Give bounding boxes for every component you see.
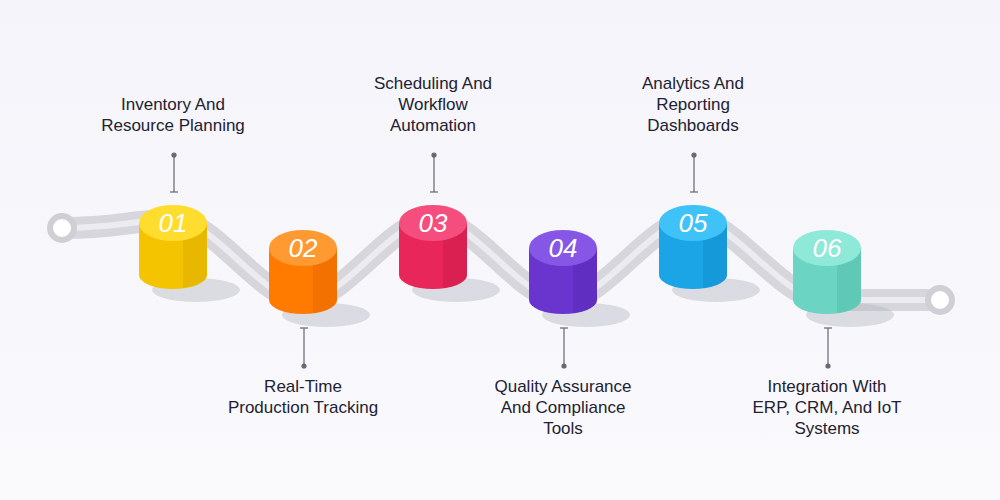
step-cylinder: 02Real-Time Production Tracking xyxy=(269,228,337,316)
step-cylinder: 06Integration With ERP, CRM, And IoT Sys… xyxy=(793,228,861,316)
step-label: Real-Time Production Tracking xyxy=(222,376,384,418)
cylinder-top xyxy=(793,230,861,266)
cylinder-top xyxy=(269,230,337,266)
step-cylinder: 04Quality Assurance And Compliance Tools xyxy=(529,228,597,316)
step-label: Scheduling And Workflow Automation xyxy=(358,73,508,136)
step-number: 05 xyxy=(659,208,727,238)
cylinder-top xyxy=(139,205,207,241)
step-cylinder: 05Analytics And Reporting Dashboards xyxy=(659,203,727,291)
step-number: 04 xyxy=(529,233,597,263)
step-label: Inventory And Resource Planning xyxy=(93,94,253,136)
cylinder-shadows xyxy=(152,278,894,327)
step-number: 03 xyxy=(399,208,467,238)
step-label: Analytics And Reporting Dashboards xyxy=(623,73,763,136)
step-number: 01 xyxy=(139,208,207,238)
cylinder-top xyxy=(529,230,597,266)
road-end xyxy=(928,288,952,312)
cylinder-top xyxy=(399,205,467,241)
step-number: 06 xyxy=(793,233,861,263)
step-cylinder: 01Inventory And Resource Planning xyxy=(139,203,207,291)
cylinder-top xyxy=(659,205,727,241)
leader-lines xyxy=(170,153,832,368)
step-label: Quality Assurance And Compliance Tools xyxy=(486,376,641,439)
step-cylinder: 03Scheduling And Workflow Automation xyxy=(399,203,467,291)
step-label: Integration With ERP, CRM, And IoT Syste… xyxy=(747,376,907,439)
step-number: 02 xyxy=(269,233,337,263)
road-end xyxy=(50,216,74,240)
